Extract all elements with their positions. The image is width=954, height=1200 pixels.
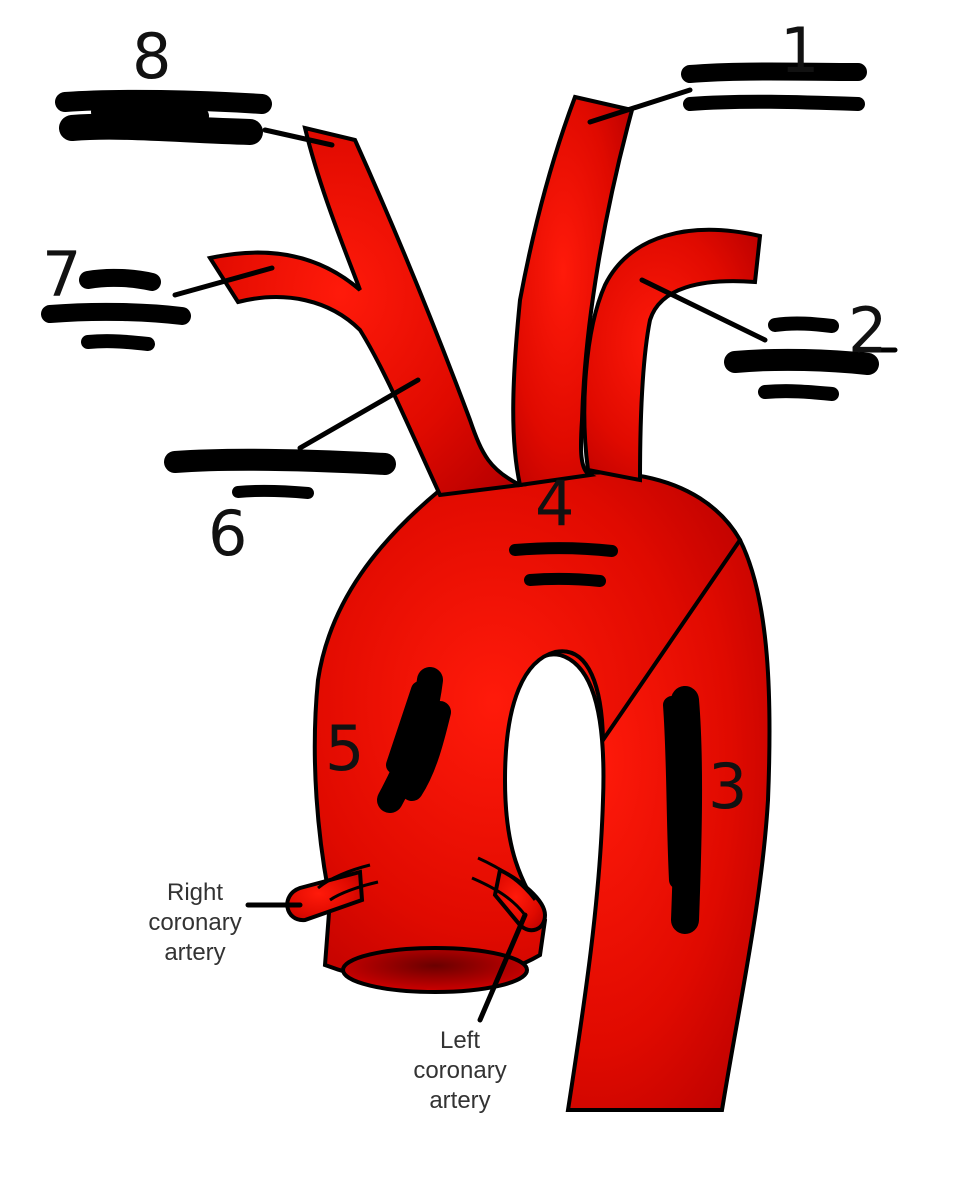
contour-line [329,880,379,902]
label-line: Right [167,879,223,906]
redaction-scribble [724,316,879,401]
label-number-5: 5 [325,712,364,785]
contour-line [477,856,537,901]
label-number-4: 4 [535,467,574,540]
label-line: artery [164,939,225,966]
label-number-2: 2 [848,294,887,367]
redaction-scribble [663,686,703,934]
aortic-root-opening [341,946,529,994]
left-coronary-artery-label: Left coronary artery [413,1027,506,1114]
label-number-1: 1 [780,14,819,87]
label-number-3: 3 [708,750,747,823]
label-number-7: 7 [42,238,81,311]
redaction-scribble [41,268,191,351]
redaction-scribble [164,448,396,499]
label-line: Left [440,1027,480,1054]
label-line: coronary [413,1057,506,1084]
label-line: artery [429,1087,490,1114]
contour-line [317,863,371,890]
right-coronary-artery-label: Right coronary artery [148,879,241,966]
leader-line-6 [297,377,421,451]
leader-line-8 [262,127,335,148]
leader-line-1 [587,87,693,125]
redaction-scribble [55,89,272,145]
leader-line-left-coronary [477,912,528,1023]
left-common-carotid [511,94,635,488]
brachiocephalic-trunk [206,125,527,498]
label-number-6: 6 [208,497,247,570]
redaction-scribble [377,667,451,813]
redaction-scribble [681,62,867,111]
left-subclavian [582,227,763,483]
label-line: coronary [148,909,241,936]
label-number-8: 8 [132,20,171,93]
contour-line [471,876,527,916]
leader-line-2 [639,277,768,343]
right-coronary-stub [285,869,365,923]
leader-line-7 [172,265,275,298]
redaction-scribble [509,542,618,587]
